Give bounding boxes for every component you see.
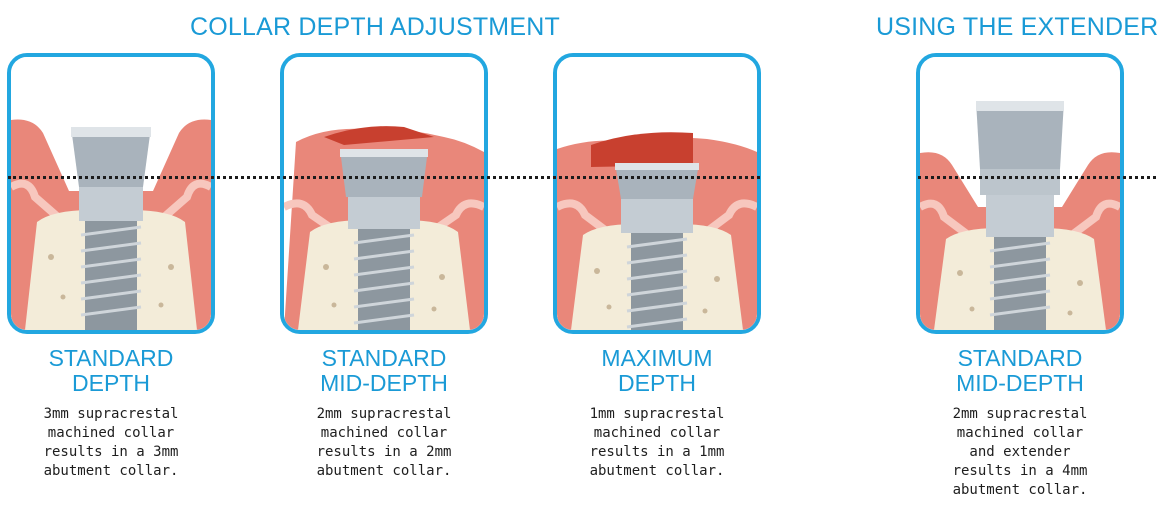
- panel-description: 2mm supracrestal machined collar results…: [280, 405, 488, 481]
- panel-description: 1mm supracrestal machined collar results…: [553, 405, 761, 481]
- implant-illustration: [557, 57, 757, 330]
- title-line: DEPTH: [553, 371, 761, 396]
- desc-line: results in a 1mm: [553, 443, 761, 462]
- desc-line: machined collar: [916, 424, 1124, 443]
- title-line: STANDARD: [280, 346, 488, 371]
- desc-line: 1mm supracrestal: [553, 405, 761, 424]
- desc-line: results in a 2mm: [280, 443, 488, 462]
- desc-line: machined collar: [280, 424, 488, 443]
- panel-title: STANDARD MID-DEPTH: [916, 346, 1124, 396]
- desc-line: machined collar: [553, 424, 761, 443]
- title-line: STANDARD: [7, 346, 215, 371]
- title-line: DEPTH: [7, 371, 215, 396]
- title-line: MID-DEPTH: [916, 371, 1124, 396]
- desc-line: results in a 3mm: [7, 443, 215, 462]
- panel-description: 3mm supracrestal machined collar results…: [7, 405, 215, 481]
- title-line: STANDARD: [916, 346, 1124, 371]
- desc-line: abutment collar.: [280, 462, 488, 481]
- panel-standard-depth: [7, 53, 215, 334]
- panel-title: STANDARD MID-DEPTH: [280, 346, 488, 396]
- desc-line: and extender: [916, 443, 1124, 462]
- extender-heading: USING THE EXTENDER: [876, 13, 1158, 42]
- implant-illustration: [284, 57, 484, 330]
- desc-line: abutment collar.: [7, 462, 215, 481]
- title-line: MID-DEPTH: [280, 371, 488, 396]
- panel-maximum-depth: [553, 53, 761, 334]
- desc-line: machined collar: [7, 424, 215, 443]
- title-line: MAXIMUM: [553, 346, 761, 371]
- desc-line: 3mm supracrestal: [7, 405, 215, 424]
- panel-description: 2mm supracrestal machined collar and ext…: [916, 405, 1124, 500]
- desc-line: abutment collar.: [916, 481, 1124, 500]
- desc-line: results in a 4mm: [916, 462, 1124, 481]
- implant-illustration: [11, 57, 211, 330]
- panel-title: MAXIMUM DEPTH: [553, 346, 761, 396]
- collar-depth-heading: COLLAR DEPTH ADJUSTMENT: [190, 13, 560, 42]
- desc-line: abutment collar.: [553, 462, 761, 481]
- desc-line: 2mm supracrestal: [280, 405, 488, 424]
- panel-standard-mid-depth: [280, 53, 488, 334]
- crestal-reference-line-extender: [918, 176, 1156, 179]
- crestal-reference-line: [8, 176, 760, 179]
- desc-line: 2mm supracrestal: [916, 405, 1124, 424]
- implant-illustration: [920, 57, 1120, 330]
- panel-extender: [916, 53, 1124, 334]
- panel-title: STANDARD DEPTH: [7, 346, 215, 396]
